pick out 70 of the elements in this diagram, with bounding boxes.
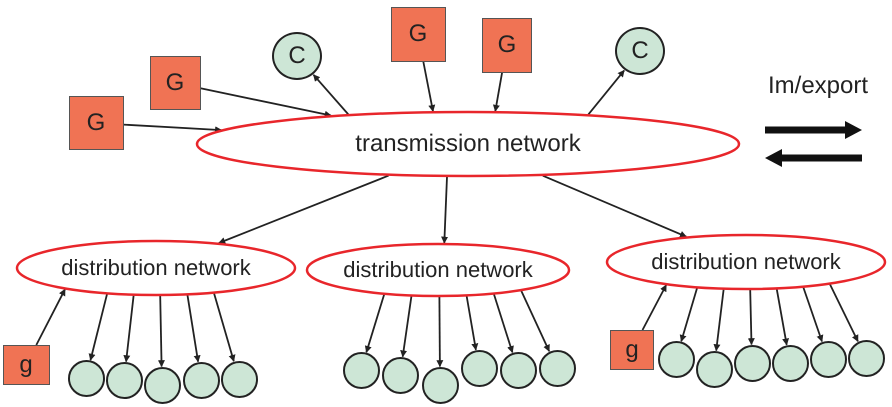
consumer-circle	[734, 344, 770, 382]
arrow	[776, 289, 790, 346]
node-label: C	[288, 42, 306, 70]
consumer-circle	[615, 27, 665, 75]
consumer-circle	[342, 352, 380, 388]
arrow	[829, 284, 859, 342]
arrow	[520, 290, 550, 352]
consumer-circle	[382, 356, 418, 394]
exchange-label: Im/export	[768, 72, 868, 100]
node-label: G	[86, 109, 106, 137]
consumer-circle	[68, 360, 104, 396]
network-ellipse	[606, 234, 886, 290]
consumer-circle	[772, 344, 808, 382]
arrow	[493, 294, 514, 354]
arrow	[218, 174, 389, 244]
network-label: distribution network	[61, 255, 251, 281]
arrow	[213, 293, 236, 362]
network-label: distribution network	[343, 257, 533, 283]
arrow	[400, 296, 412, 358]
network-ellipse	[306, 243, 570, 297]
arrow	[466, 296, 478, 350]
consumer-circle	[658, 340, 694, 378]
arrow	[158, 296, 165, 368]
generator-box	[150, 56, 200, 110]
arrow	[312, 74, 349, 115]
node-label: G	[408, 20, 428, 48]
arrow	[36, 288, 66, 346]
node-label: C	[631, 37, 649, 65]
consumer-circle	[182, 362, 220, 398]
generator-box	[390, 6, 446, 62]
arrow	[422, 61, 436, 112]
consumer-circle	[144, 366, 180, 404]
consumer-circle	[538, 350, 576, 386]
node-label: g	[19, 351, 33, 379]
consumer-circle	[220, 360, 258, 398]
consumer-circle	[460, 350, 498, 386]
consumer-circle	[696, 350, 732, 388]
arrow	[123, 124, 222, 134]
node-label: g	[625, 336, 639, 364]
arrow	[364, 294, 385, 353]
network-label: transmission network	[355, 130, 581, 158]
arrow	[436, 297, 444, 368]
generator-box	[2, 345, 50, 385]
network-ellipse	[16, 240, 296, 296]
network-label: distribution network	[651, 249, 841, 275]
arrow	[748, 290, 755, 346]
generator-box	[68, 96, 124, 150]
node-label: G	[498, 31, 516, 59]
node-label: G	[166, 69, 184, 97]
consumer-circle	[500, 352, 536, 388]
generator-box	[482, 18, 532, 72]
consumer-circle	[848, 340, 884, 376]
arrow	[88, 294, 108, 361]
consumer-circle	[272, 32, 322, 80]
arrow	[588, 70, 625, 115]
arrow	[200, 87, 332, 118]
network-ellipse	[196, 111, 740, 177]
arrow	[713, 290, 724, 352]
arrow	[802, 287, 824, 342]
consumer-circle	[422, 366, 458, 404]
arrow	[123, 296, 134, 362]
arrow	[186, 295, 201, 362]
arrow	[680, 288, 698, 342]
consumer-circle	[810, 340, 846, 378]
arrow	[542, 174, 687, 238]
arrow	[492, 72, 503, 112]
arrow	[642, 284, 667, 330]
consumer-circle	[106, 362, 142, 398]
arrow	[441, 176, 448, 244]
generator-box	[610, 330, 654, 370]
